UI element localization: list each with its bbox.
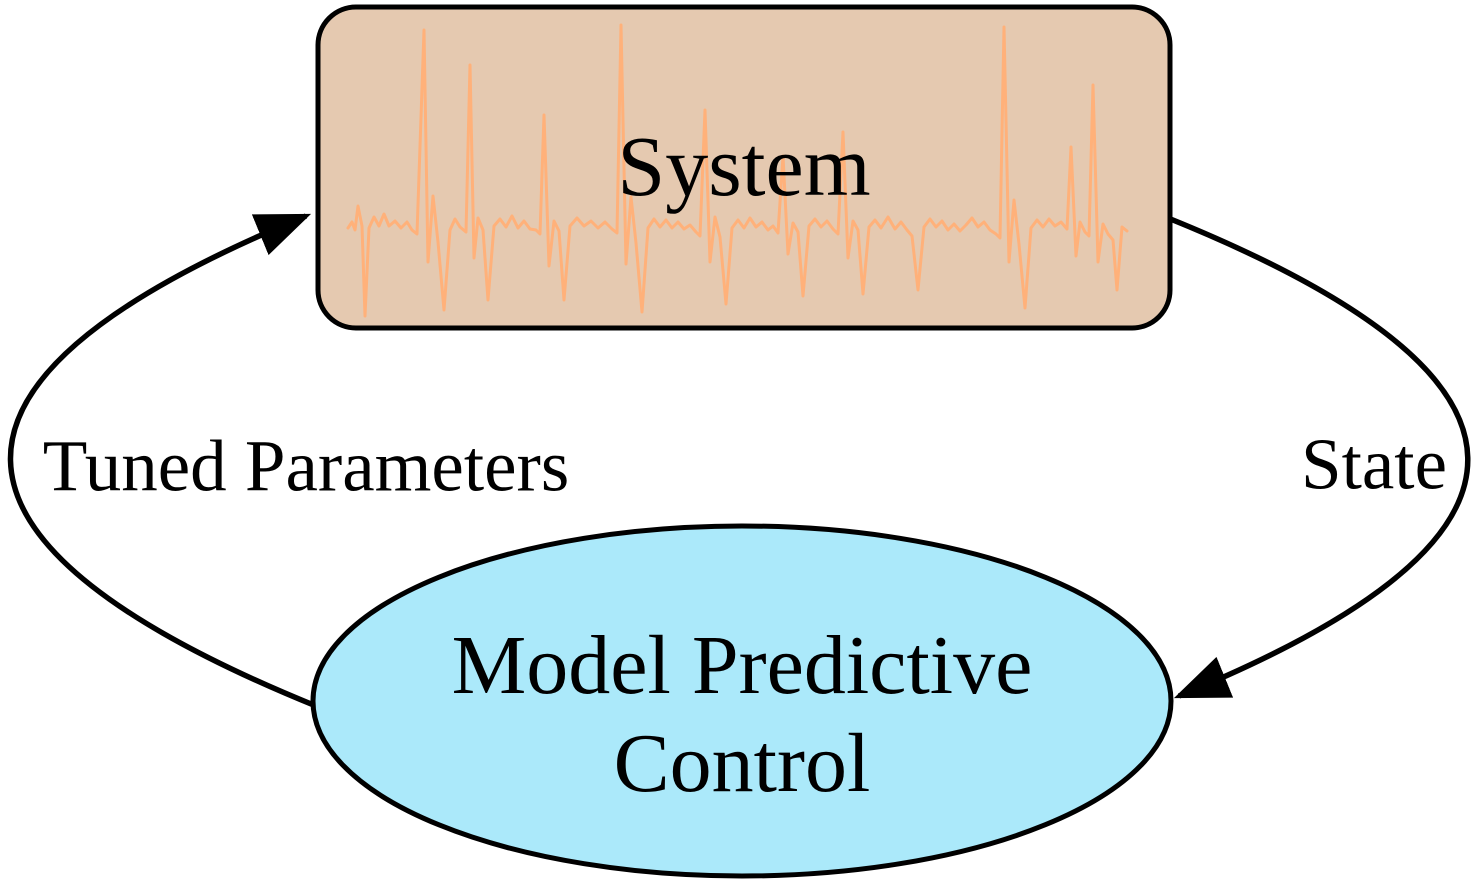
edge-state-arrow bbox=[1166, 215, 1471, 699]
signal-waveform-icon bbox=[346, 23, 1129, 318]
mpc-node-label: Model Predictive Control bbox=[452, 617, 1033, 813]
state-edge-label: State bbox=[1301, 423, 1447, 505]
system-node bbox=[315, 4, 1173, 331]
system-node-label: System bbox=[617, 118, 871, 214]
mpc-node-label-line2: Control bbox=[613, 717, 871, 810]
mpc-node bbox=[310, 523, 1174, 879]
mpc-node-label-line1: Model Predictive bbox=[451, 619, 1033, 712]
tuned-parameters-edge-label: Tuned Parameters bbox=[42, 425, 570, 507]
edge-tuned-parameters-arrow bbox=[7, 213, 318, 709]
